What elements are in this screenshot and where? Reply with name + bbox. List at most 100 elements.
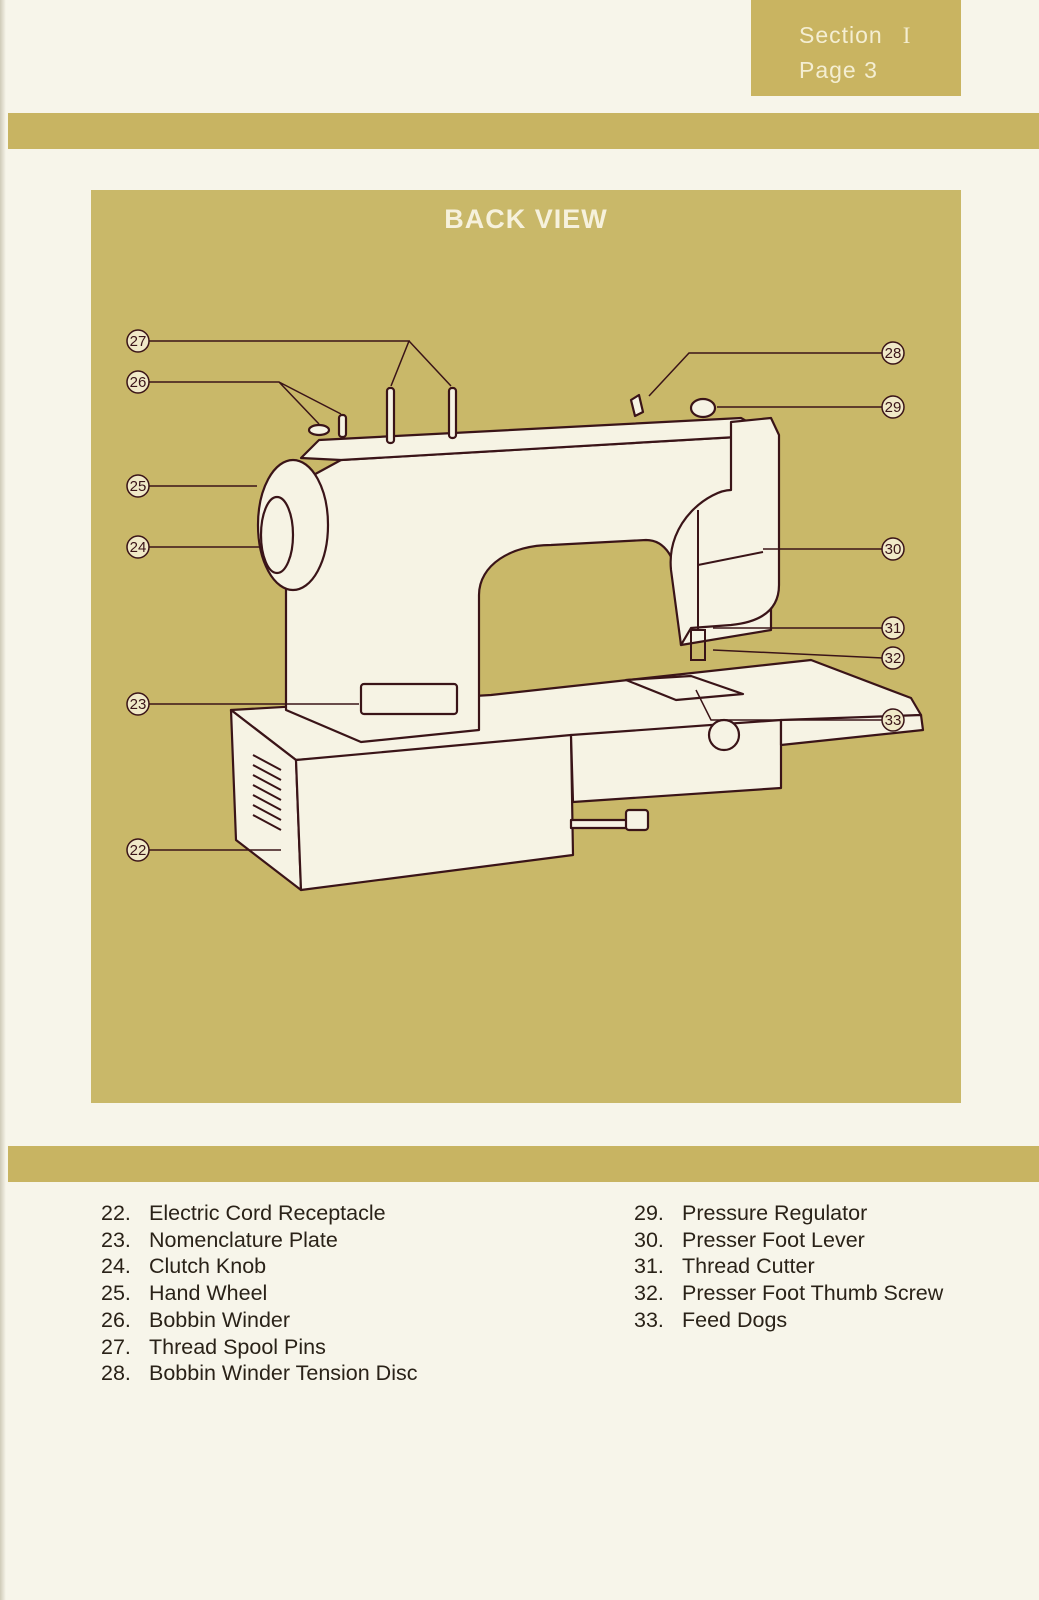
callout-circle — [126, 692, 150, 716]
legend-number: 29. — [634, 1201, 664, 1225]
sewing-machine-diagram: 22 23 24 25 26 27 28 29 30 31 32 33 — [126, 329, 925, 892]
callout-number: 31 — [885, 620, 902, 637]
callout-number: 29 — [885, 399, 902, 416]
callout-circle — [881, 708, 905, 732]
legend-number: 30. — [634, 1227, 664, 1252]
callout-number: 22 — [130, 842, 147, 859]
callout-circle — [881, 395, 905, 419]
callout-circle — [126, 474, 150, 498]
legend-label: Thread Spool Pins — [149, 1334, 326, 1359]
tension-disc — [629, 393, 645, 418]
legend-label: Electric Cord Receptacle — [149, 1201, 386, 1225]
legend-number: 28. — [101, 1361, 131, 1386]
callout-circle — [881, 646, 905, 670]
callout-22: 22 — [126, 838, 150, 862]
leader-26 — [148, 381, 342, 425]
callout-25: 25 — [126, 474, 150, 498]
callout-circle — [126, 329, 150, 353]
diagram-panel: BACK VIEW — [91, 190, 961, 1103]
nomenclature-plate — [359, 682, 459, 716]
legend-number: 24. — [101, 1254, 131, 1279]
callout-31: 31 — [881, 616, 905, 640]
callout-26: 26 — [126, 370, 150, 394]
lever-end — [624, 808, 650, 832]
legend-item: 24. Clutch Knob — [101, 1253, 418, 1280]
legend-item: 29. Pressure Regulator — [634, 1200, 943, 1227]
legend-number: 27. — [101, 1334, 131, 1359]
legend-number: 31. — [634, 1254, 664, 1279]
legend-number: 23. — [101, 1227, 131, 1252]
base-front — [294, 733, 575, 892]
callout-30: 30 — [881, 537, 905, 561]
legend-label: Bobbin Winder Tension Disc — [149, 1361, 418, 1386]
callout-33: 33 — [881, 708, 905, 732]
legend-column-2: 29. Pressure Regulator 30. Presser Foot Le… — [634, 1200, 943, 1334]
callout-number: 32 — [885, 650, 902, 667]
legend-number: 26. — [101, 1307, 131, 1332]
vent-slots — [252, 754, 282, 831]
legend-label: Nomenclature Plate — [149, 1227, 338, 1252]
callout-circle — [126, 838, 150, 862]
section-tab: Section I Page 3 — [751, 0, 961, 96]
leader-28 — [648, 352, 883, 397]
legend-item: 22.Electric Cord Receptacle — [101, 1200, 418, 1227]
legend-label: Pressure Regulator — [682, 1201, 868, 1225]
callout-27: 27 — [126, 329, 150, 353]
callout-32: 32 — [881, 646, 905, 670]
page-number: 3 — [864, 57, 878, 83]
leader-27 — [148, 340, 452, 387]
leader-33 — [695, 689, 883, 721]
legend-item: 25. Hand Wheel — [101, 1280, 418, 1307]
section-number: I — [902, 23, 912, 48]
bottom-band — [8, 1146, 1039, 1182]
legend-item: 33. Feed Dogs — [634, 1307, 943, 1334]
legend-item: 23. Nomenclature Plate — [101, 1227, 418, 1254]
callout-number: 25 — [130, 478, 147, 495]
bobbin-winder-post — [337, 413, 348, 439]
callout-circle — [881, 616, 905, 640]
legend-item: 28. Bobbin Winder Tension Disc — [101, 1360, 418, 1387]
spool-pin-right — [447, 386, 458, 440]
callout-number: 27 — [130, 333, 147, 350]
callout-23: 23 — [126, 692, 150, 716]
needle-plate — [624, 674, 745, 702]
callout-number: 33 — [885, 712, 902, 729]
legend-item: 32. Presser Foot Thumb Screw — [634, 1280, 943, 1307]
legend-label: Presser Foot Thumb Screw — [682, 1281, 944, 1306]
presser-foot-lever — [697, 551, 764, 566]
callout-circle — [126, 535, 150, 559]
callout-28: 28 — [881, 341, 905, 365]
page-edge — [0, 0, 6, 1600]
legend-item: 26. Bobbin Winder — [101, 1307, 418, 1334]
legend-label: Feed Dogs — [682, 1307, 788, 1332]
callout-circle — [881, 537, 905, 561]
spool-pin-left — [385, 386, 396, 445]
top-band — [8, 113, 1039, 149]
arm-knob — [707, 718, 741, 752]
callout-circle — [881, 341, 905, 365]
legend-label: Bobbin Winder — [149, 1307, 291, 1332]
legend-column-1: 22.Electric Cord Receptacle 23. Nomenclat… — [101, 1200, 418, 1387]
diagram-title: BACK VIEW — [444, 204, 608, 234]
page-label: Page — [799, 57, 857, 83]
legend-item: 30. Presser Foot Lever — [634, 1227, 943, 1254]
legend-number: 32. — [634, 1281, 664, 1306]
legend-item: 31.Thread Cutter — [634, 1253, 943, 1280]
leader-32 — [712, 649, 884, 659]
free-arm — [569, 718, 783, 804]
legend-number: 25. — [101, 1281, 131, 1306]
legend-number: 33. — [634, 1307, 664, 1332]
callout-29: 29 — [881, 395, 905, 419]
callout-number: 26 — [130, 374, 147, 391]
callout-circle — [126, 370, 150, 394]
legend-item: 27. Thread Spool Pins — [101, 1334, 418, 1361]
callout-number: 30 — [885, 541, 902, 558]
section-label: Section — [799, 22, 883, 48]
needle-bar — [690, 510, 706, 661]
legend-label: Hand Wheel — [149, 1281, 268, 1306]
callout-number: 24 — [130, 539, 147, 556]
legend-label: Clutch Knob — [149, 1254, 267, 1279]
legend-label: Presser Foot Lever — [682, 1227, 865, 1252]
pressure-regulator — [689, 397, 717, 419]
callout-number: 28 — [885, 345, 902, 362]
